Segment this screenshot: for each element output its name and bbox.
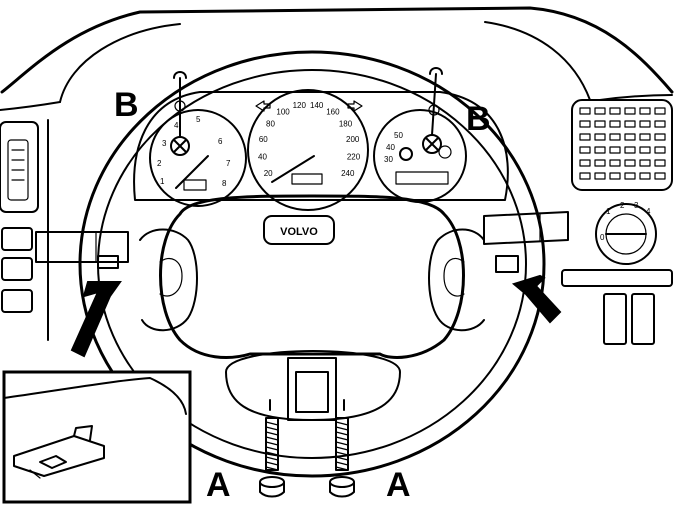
speedometer-label-4: 100: [276, 107, 290, 116]
volvo-badge-text: VOLVO: [280, 226, 318, 238]
speedometer-label-7: 160: [326, 107, 340, 116]
speedometer-label-10: 220: [347, 153, 361, 162]
air-vent-slats: [579, 107, 666, 180]
bolt-a-right: [329, 399, 355, 498]
tach-label-5: 6: [218, 137, 223, 146]
volvo-badge: [263, 215, 335, 245]
tach-label-1: 2: [157, 159, 162, 168]
callout-a-right: A: [386, 466, 411, 504]
callout-b-left: B: [114, 86, 139, 124]
right-stalk: [483, 211, 569, 273]
bolt-thread-right: [335, 421, 349, 471]
tach-label-4: 5: [196, 115, 201, 124]
hvac-dial: [595, 203, 657, 265]
hvac-dial-label-2: 2: [620, 201, 625, 210]
tach-label-7: 8: [222, 179, 227, 188]
callout-a-left: A: [206, 466, 231, 504]
speedometer-label-0: 20: [264, 169, 273, 178]
speedometer-label-6: 140: [310, 101, 324, 110]
speedometer-label-5: 120: [293, 101, 307, 110]
right-gauge-label-1: 40: [386, 143, 395, 152]
speedometer-label-9: 200: [346, 135, 360, 144]
tach-label-6: 7: [226, 159, 231, 168]
tachometer-gauge: [149, 109, 247, 207]
right-gauge-label-0: 30: [384, 155, 393, 164]
tach-label-3: 4: [174, 121, 179, 130]
hvac-dial-label-1: 1: [606, 207, 611, 216]
bolt-a-left: [259, 399, 285, 498]
tach-label-2: 3: [162, 139, 167, 148]
speedometer-label-3: 80: [266, 119, 275, 128]
airbag-module: VOLVO: [139, 194, 485, 421]
arrow-left: [70, 281, 122, 358]
inset-detail: [2, 370, 192, 504]
hvac-dial-label-4: 4: [646, 207, 651, 216]
hvac-dial-label-0: 0: [600, 233, 605, 242]
callout-b-right: B: [466, 100, 491, 138]
speedometer-label-11: 240: [341, 169, 355, 178]
speedometer-label-1: 40: [258, 153, 267, 162]
left-dash-panel: [0, 119, 49, 341]
right-dash-panel: 0 1 2 3 4: [561, 99, 673, 345]
speedometer-gauge: [247, 89, 369, 211]
speedometer-label-2: 60: [259, 135, 268, 144]
tach-label-0: 1: [160, 177, 165, 186]
left-stalk: [35, 231, 129, 269]
hvac-dial-label-3: 3: [634, 201, 639, 210]
dashboard-outline: [0, 6, 674, 111]
arrow-right: [511, 274, 562, 324]
right-gauge-label-2: 50: [394, 131, 403, 140]
bolt-thread-left: [265, 421, 279, 471]
speedometer-label-8: 180: [339, 119, 353, 128]
